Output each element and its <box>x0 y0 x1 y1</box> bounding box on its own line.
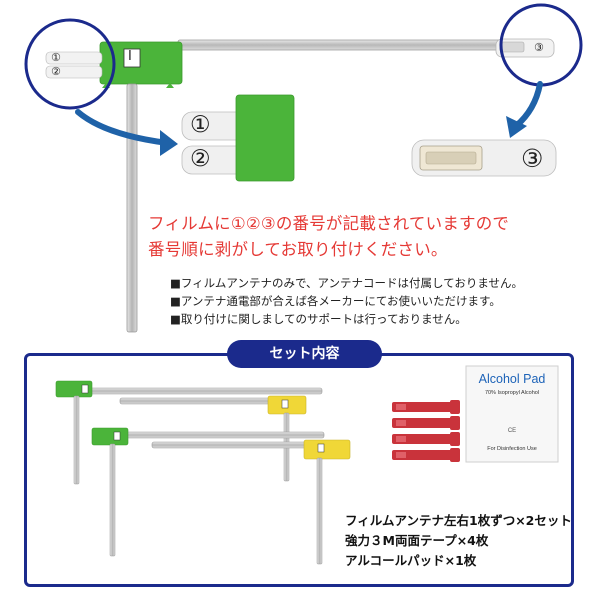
antenna-set-2-yellow <box>151 439 351 565</box>
antenna-tab-letter: I <box>128 49 132 64</box>
alcohol-pad-mark: CE <box>507 428 517 434</box>
detail-green-base <box>235 94 295 182</box>
instruction-line-1: フィルムに①②③の番号が記載されていますので <box>148 214 510 233</box>
marker-two-small: ② <box>51 65 61 78</box>
antenna-tab-1 <box>45 51 103 65</box>
note-1: ■フィルムアンテナのみで、アンテナコードは付属しておりません。 <box>170 276 523 290</box>
contents-item-1: フィルムアンテナ左右1枚ずつ×2セット <box>345 513 572 528</box>
antenna-tab-2 <box>45 65 103 79</box>
marker-two-large: ② <box>190 146 211 172</box>
zoom-circle-left <box>24 18 116 110</box>
alcohol-pad-packet <box>465 365 559 463</box>
marker-one-small: ① <box>51 51 61 64</box>
marker-one-large: ① <box>190 112 211 138</box>
instruction-line-2: 番号順に剥がしてお取り付けください。 <box>148 240 448 259</box>
note-2: ■アンテナ通電部が合えば各メーカーにてお使いいただけます。 <box>170 294 501 308</box>
note-3: ■取り付けに関しましてのサポートは行っておりません。 <box>170 312 467 326</box>
antenna-vertical-rod <box>126 83 138 333</box>
antenna-set-2-green <box>91 427 325 557</box>
alcohol-pad-footer: For Disinfection Use <box>487 446 537 452</box>
alcohol-pad-title: Alcohol Pad <box>478 372 546 386</box>
curved-arrow-icon <box>75 109 171 146</box>
marker-three-small: ③ <box>534 41 544 54</box>
alcohol-pad-subtitle: 70% Isopropyl Alcohol <box>484 390 540 396</box>
tape-strips <box>392 400 460 462</box>
set-contents-title: セット内容 <box>227 340 382 368</box>
antenna-set-1-green <box>55 380 323 485</box>
contents-item-2: 強力３M両面テープ×4枚 <box>345 533 489 548</box>
antenna-set-1-yellow <box>119 395 307 482</box>
contents-item-3: アルコールパッド×1枚 <box>345 553 477 568</box>
marker-three-large: ③ <box>521 144 544 173</box>
